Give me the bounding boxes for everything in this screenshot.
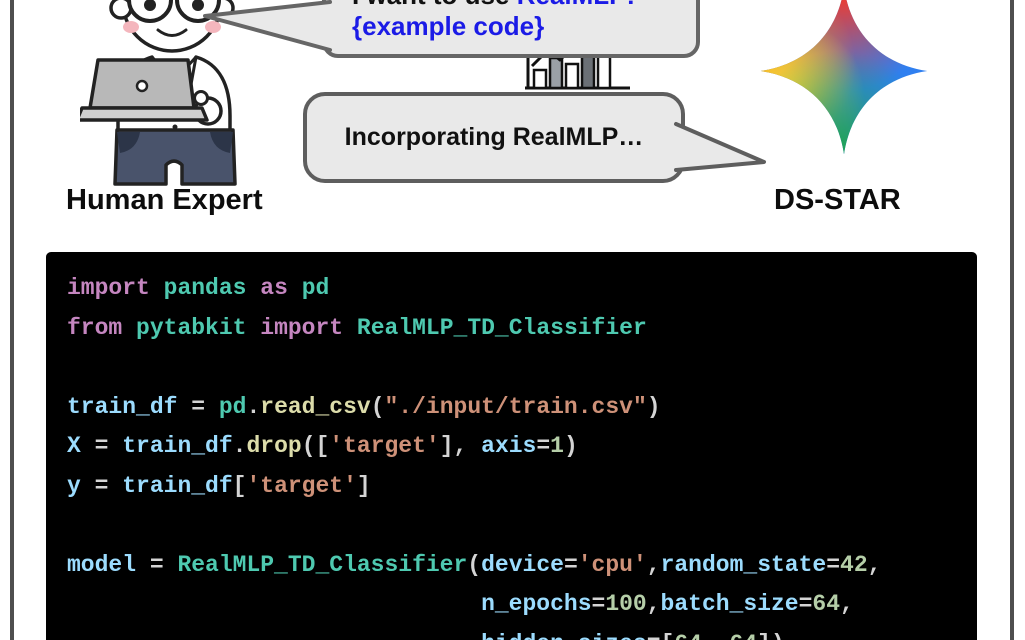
code-line: y = train_df['target'] [67, 472, 371, 499]
figure-frame-right [1010, 0, 1014, 640]
code-line: from pytabkit import RealMLP_TD_Classifi… [67, 314, 647, 341]
code-line: X = train_df.drop(['target'], axis=1) [67, 433, 578, 459]
ds-star-logo [760, 0, 928, 155]
response-text: Incorporating RealMLP… [344, 123, 644, 151]
code-line: import pandas as pd [67, 275, 330, 301]
laptop-icon [80, 58, 209, 122]
response-bubble-tail [674, 122, 766, 172]
request-line-2: {example code} [352, 11, 545, 41]
code-lines: import pandas as pd from pytabkit import … [67, 269, 977, 640]
human-expert-label: Human Expert [66, 184, 263, 216]
pocket-right [210, 132, 233, 153]
realmlp-highlight: RealMLP! [517, 0, 635, 10]
pants [113, 128, 237, 186]
code-line: n_epochs=100,batch_size=64, [481, 591, 854, 617]
smile [156, 28, 188, 37]
human-expert-illustration [80, 0, 237, 186]
response-speech-bubble: Incorporating RealMLP… [303, 92, 685, 183]
pocket-left [117, 132, 140, 153]
request-speech-bubble: I want to use RealMLP! {example code} [322, 0, 700, 58]
code-line [67, 348, 977, 388]
code-line [67, 506, 977, 546]
ds-star-label: DS-STAR [774, 184, 901, 216]
request-line-1: I want to use RealMLP! [352, 0, 696, 11]
code-line: hidden_sizes=[64, 64]) [67, 625, 977, 640]
code-block: import pandas as pd from pytabkit import … [46, 252, 977, 640]
code-line: model = RealMLP_TD_Classifier(device='cp… [67, 551, 882, 578]
cheek-blush [123, 21, 139, 33]
figure-frame-left [10, 0, 14, 640]
code-line: train_df = pd.read_csv("./input/train.cs… [67, 393, 661, 420]
